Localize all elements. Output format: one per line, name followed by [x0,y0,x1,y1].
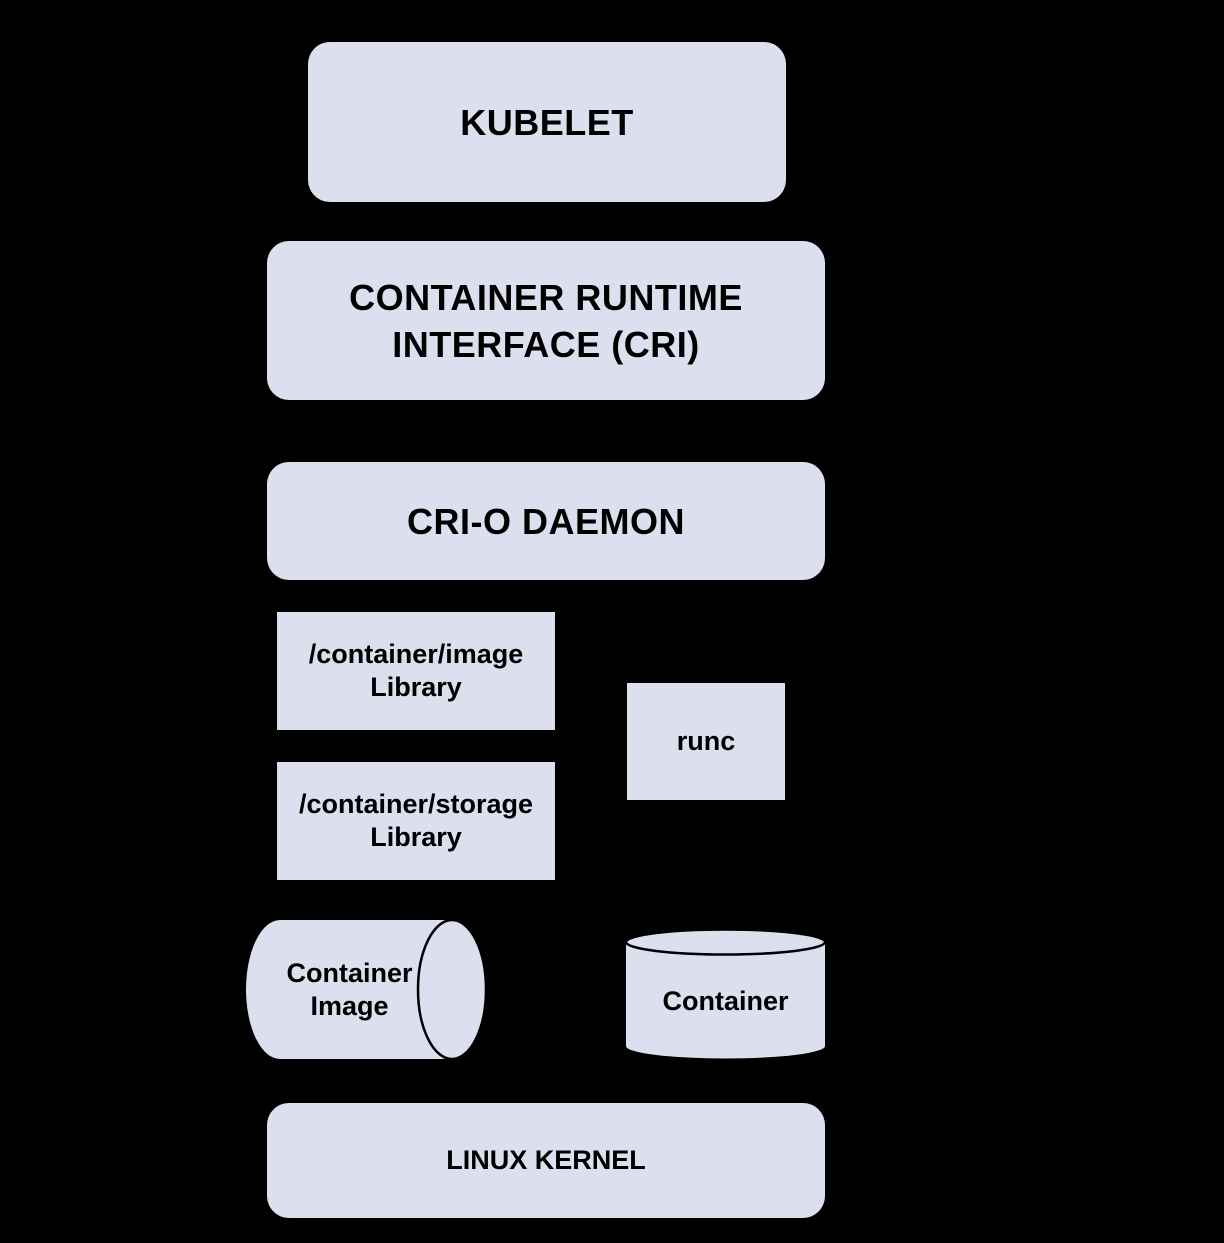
container-storage-library-node: /container/storage Library [277,762,555,880]
runc-label: runc [676,726,736,756]
container-image-cylinder: Container Image [246,919,487,1060]
cri-label-line1: CONTAINER RUNTIME [349,276,743,318]
cri-label-line2: INTERFACE (CRI) [392,323,700,365]
vertical-cylinder-shape [625,928,826,1059]
kubelet-label: KUBELET [460,101,634,143]
container-label-wrap: Container [625,942,826,1060]
container-runtime-interface-node: CONTAINER RUNTIME INTERFACE (CRI) [267,241,825,400]
crio-daemon-label: CRI-O DAEMON [407,500,685,542]
linux-kernel-label: LINUX KERNEL [446,1145,646,1175]
container-image-library-node: /container/image Library [277,612,555,730]
container-image-label: Container Image [246,919,453,1060]
container-image-label-line1: Container [286,957,413,988]
runc-node: runc [627,683,785,800]
storage-library-label-line2: Library [370,822,462,852]
container-cylinder: Container [625,928,826,1060]
linux-kernel-node: LINUX KERNEL [267,1103,825,1218]
image-library-label-line1: /container/image [308,639,524,669]
storage-library-label-line1: /container/storage [298,789,534,819]
image-library-label-line2: Library [370,672,462,702]
kubelet-node: KUBELET [308,42,786,202]
container-label: Container [662,985,789,1016]
container-image-label-line2: Image [310,990,389,1021]
crio-daemon-node: CRI-O DAEMON [267,462,825,580]
horizontal-cylinder-shape [246,919,487,1060]
